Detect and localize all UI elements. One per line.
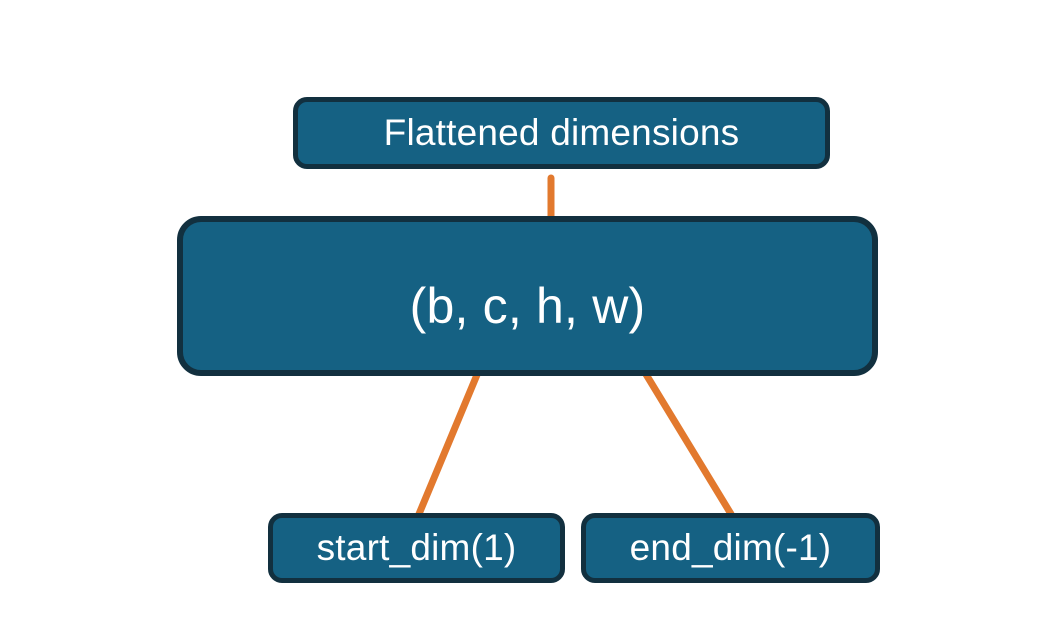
tensor-shape-box[interactable]: (b, c, h, w): [177, 216, 878, 376]
tensor-shape-label: (b, c, h, w): [409, 278, 646, 334]
end-dim-box[interactable]: end_dim(-1): [581, 513, 880, 583]
flattened-dimensions-box[interactable]: Flattened dimensions: [293, 97, 830, 169]
start-dim-box[interactable]: start_dim(1): [268, 513, 565, 583]
flattened-dimensions-label: Flattened dimensions: [383, 112, 740, 153]
end-dim-label: end_dim(-1): [629, 527, 832, 568]
start-dim-label: start_dim(1): [316, 527, 517, 568]
